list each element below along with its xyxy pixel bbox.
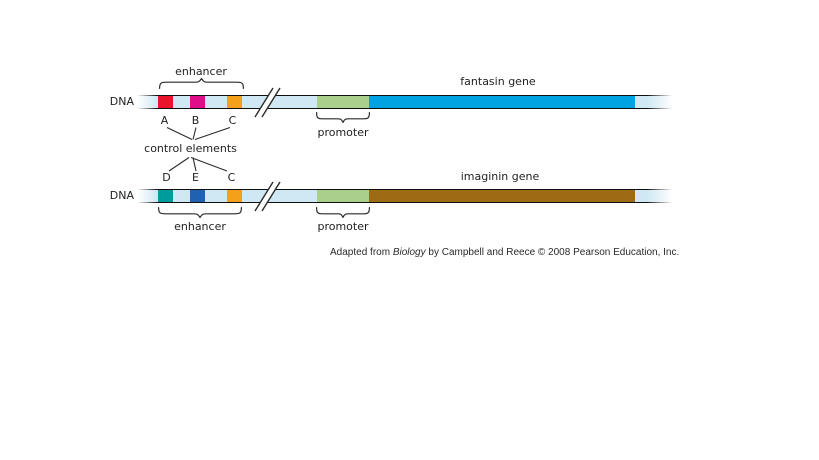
attribution-line: Adapted from Biology by Campbell and Ree… <box>330 246 679 259</box>
strand-fade-right-bottom <box>647 188 677 204</box>
attribution-suffix: by Campbell and Reece © 2008 Pearson Edu… <box>425 247 680 258</box>
enhancer-label-bottom: enhancer <box>174 220 226 233</box>
dna-label-top: DNA <box>109 95 134 108</box>
control-elements-caption: control elements <box>144 142 237 155</box>
control-element-letter-c-bottom: C <box>227 171 236 184</box>
control-element-box-e <box>190 190 205 202</box>
control-element-letter-a: A <box>160 114 169 127</box>
imaginin-gene-box <box>369 190 635 202</box>
control-element-box-d <box>158 190 173 202</box>
attribution-book-title: Biology <box>392 247 426 258</box>
promoter-box-top <box>317 96 369 108</box>
promoter-label-bottom: promoter <box>317 220 369 233</box>
promoter-label-top: promoter <box>317 126 369 139</box>
control-element-letter-c-top: C <box>228 114 237 127</box>
strand-fade-left-top <box>135 94 157 110</box>
dna-strand-bottom <box>136 189 675 203</box>
control-element-box-c-top <box>227 96 242 108</box>
fantasin-gene-box <box>369 96 635 108</box>
control-element-letter-d: D <box>162 171 171 184</box>
imaginin-gene-label: imaginin gene <box>460 170 540 183</box>
strand-fade-left-bottom <box>135 188 157 204</box>
promoter-box-bottom <box>317 190 369 202</box>
enhancer-label-top: enhancer <box>175 65 227 78</box>
fantasin-gene-label: fantasin gene <box>460 75 536 88</box>
enhancer-brace-top <box>159 78 244 89</box>
control-element-letter-b: B <box>191 114 200 127</box>
strand-fade-right-top <box>647 94 677 110</box>
control-element-letter-e: E <box>192 171 199 184</box>
dna-strand-top <box>136 95 675 109</box>
control-element-box-a <box>158 96 173 108</box>
dna-label-bottom: DNA <box>109 189 134 202</box>
promoter-brace-top <box>316 112 370 123</box>
control-element-box-c-bottom <box>227 190 242 202</box>
enhancer-brace-bottom <box>158 207 242 218</box>
promoter-brace-bottom <box>316 207 370 218</box>
control-element-box-b <box>190 96 205 108</box>
attribution-prefix: Adapted from <box>330 247 393 258</box>
